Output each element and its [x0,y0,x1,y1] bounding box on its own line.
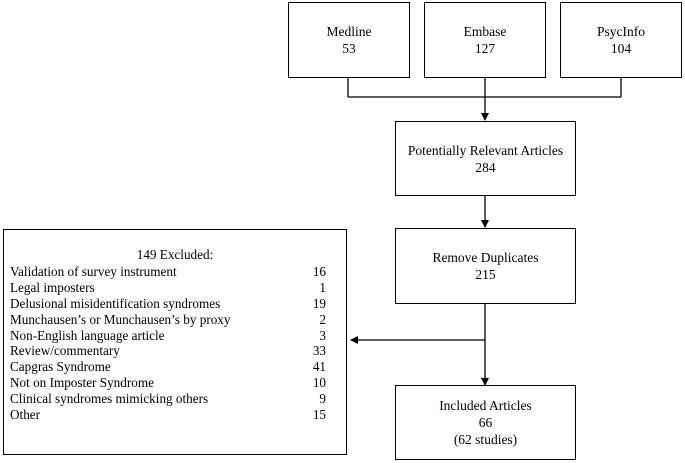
source-name: Embase [463,24,507,39]
excluded-title: 149 Excluded: [136,247,214,262]
included-articles-box: Included Articles 66 (62 studies) [395,385,576,460]
reason-label: Review/commentary [10,343,120,359]
reason-count: 9 [319,391,326,407]
relevant-count: 284 [475,159,496,175]
reason-count: 19 [312,295,326,311]
reason-label: Delusional misidentification syndromes [10,295,221,311]
excluded-reason-row: Clinical syndromes mimicking others 9 [10,391,340,407]
reason-count: 3 [319,327,326,343]
excluded-reason-row: Delusional misidentification syndromes 19 [10,296,340,312]
source-count: 104 [610,41,632,56]
source-box-embase: Embase 127 [424,2,546,78]
included-count: 66 [478,415,493,430]
reason-count: 2 [319,311,326,327]
reason-count: 33 [312,343,326,359]
source-name: PsycInfo [597,24,645,39]
excluded-reason-row: Capgras Syndrome 41 [10,359,340,375]
included-label: Included Articles [439,398,532,413]
reason-count: 15 [312,407,326,423]
source-count: 53 [342,41,356,56]
reason-label: Non-English language article [10,327,165,343]
reason-label: Capgras Syndrome [10,359,111,375]
relevant-articles-box: Potentially Relevant Articles 284 [395,121,576,196]
source-box-psycinfo: PsycInfo 104 [560,2,682,78]
reason-label: Validation of survey instrument [10,263,177,279]
reason-count: 1 [319,279,326,295]
source-count: 127 [474,41,496,56]
duplicates-label: Remove Duplicates [432,250,539,265]
excluded-reason-row: Not on Imposter Syndrome 10 [10,375,340,391]
excluded-reason-row: Review/commentary 33 [10,343,340,359]
included-note: (62 studies) [453,432,518,447]
remove-duplicates-box: Remove Duplicates 215 [395,228,576,304]
reason-label: Not on Imposter Syndrome [10,375,154,391]
reason-label: Other [10,407,41,423]
duplicates-count: 215 [475,267,496,282]
excluded-reason-row: Munchausen’s or Munchausen’s by proxy 2 [10,312,340,328]
reason-label: Legal imposters [10,279,95,295]
source-box-medline: Medline 53 [288,2,410,78]
excluded-reason-row: Non-English language article 3 [10,328,340,344]
excluded-box: 149 Excluded: Validation of survey instr… [3,229,347,455]
relevant-label: Potentially Relevant Articles [407,142,564,158]
reason-count: 41 [312,359,326,375]
reason-label: Clinical syndromes mimicking others [10,391,209,407]
excluded-reason-row: Legal imposters 1 [10,280,340,296]
excluded-reason-row: Other 15 [10,407,340,423]
reason-label: Munchausen’s or Munchausen’s by proxy [10,311,231,327]
reason-count: 16 [312,263,326,279]
excluded-reason-row: Validation of survey instrument 16 [10,264,340,280]
reason-count: 10 [312,375,326,391]
source-name: Medline [326,24,372,39]
